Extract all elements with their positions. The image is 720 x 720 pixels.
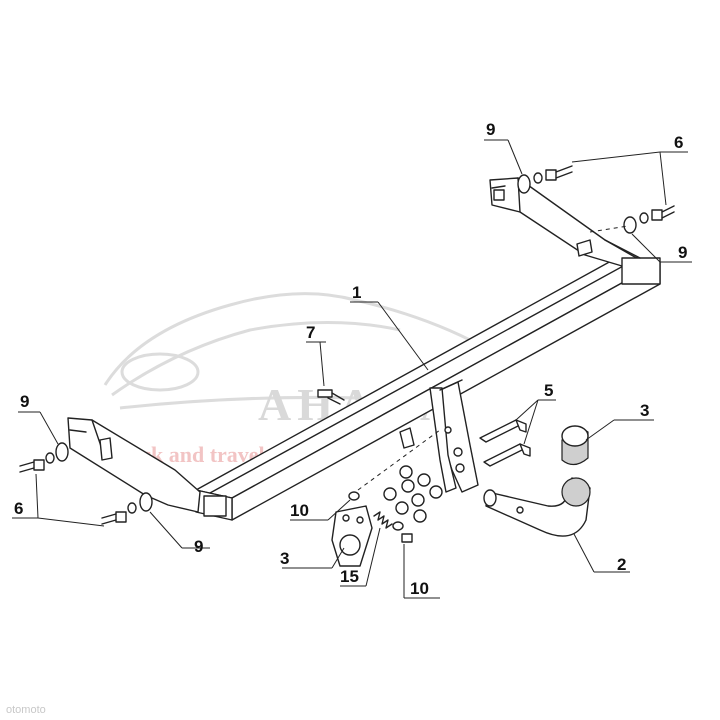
callout-10-bottom: 10 [410,579,429,598]
callout-6-left: 6 [14,499,23,518]
right-mounting-bracket [489,177,661,285]
callout-7: 7 [306,323,315,342]
bolt-part-7 [317,389,345,405]
leader-lines [12,139,692,599]
nuts-and-washers [383,465,443,523]
bolts-part-5 [479,419,531,467]
spring-part-15 [373,511,393,529]
callout-2: 2 [617,555,626,574]
callout-15: 15 [340,567,359,586]
callout-1: 1 [352,283,361,302]
callout-9-right: 9 [678,243,687,262]
callout-9-top-right: 9 [486,120,495,139]
beam-left-end-hole [203,495,227,517]
socket-plate [331,505,373,567]
left-mounting-bracket [67,417,201,513]
callout-3-plate: 3 [280,549,289,568]
right-hardware [517,165,675,234]
center-receiver-plate [357,379,479,493]
callout-9-left-top: 9 [20,392,29,411]
callout-3-ball: 3 [640,401,649,420]
callout-5: 5 [544,381,553,400]
tow-ball-cap [561,425,591,507]
left-hardware [19,442,153,525]
callout-9-left-bottom: 9 [194,537,203,556]
corner-watermark: otomoto [6,704,46,716]
callout-10-top: 10 [290,501,309,520]
washers-part-10 [348,491,413,543]
callout-labels: 1 2 3 3 5 6 6 7 9 9 9 9 10 10 15 [14,120,687,598]
callout-6-right: 6 [674,133,683,152]
